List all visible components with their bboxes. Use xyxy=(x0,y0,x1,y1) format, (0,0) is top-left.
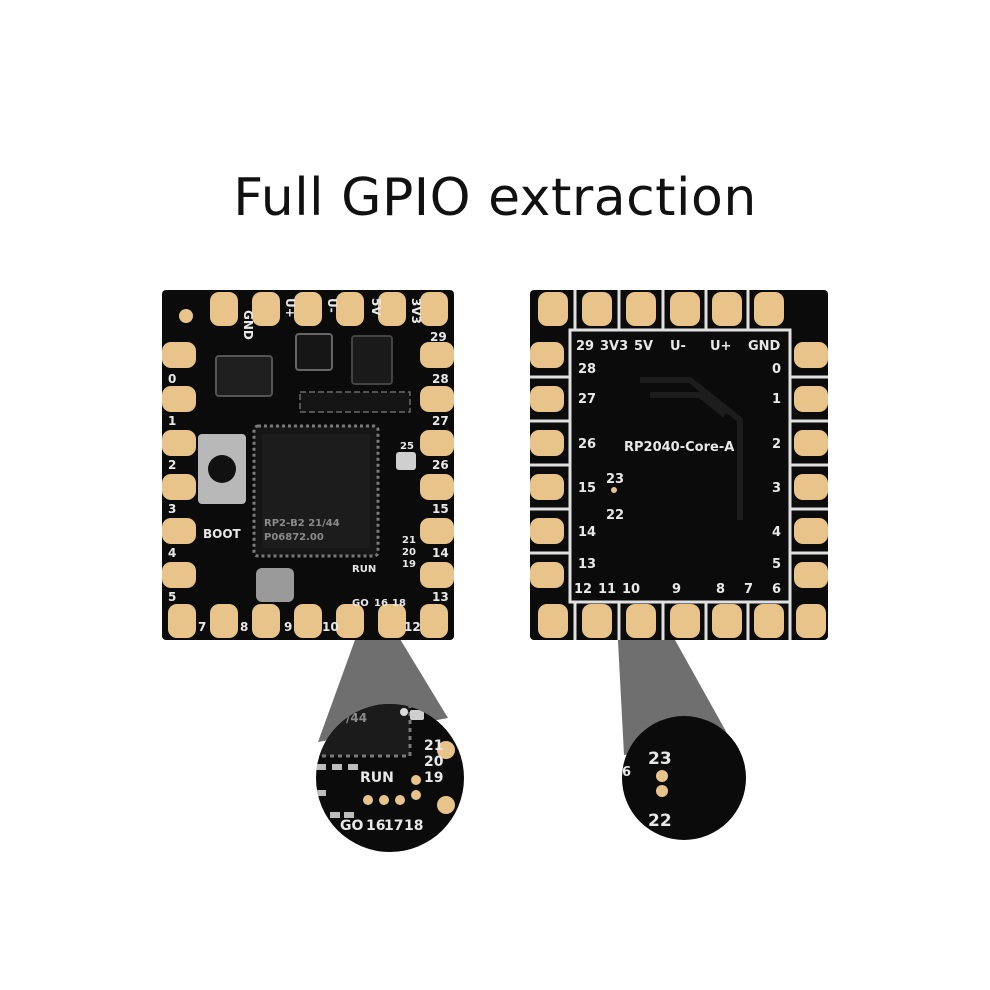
back-right-label: 0 xyxy=(772,362,781,377)
zoom-circle-left: 21 20 19 RUN 17 16 18 GO /44 xyxy=(316,704,464,852)
back-left-label: 11 xyxy=(598,582,616,597)
boot-label: BOOT xyxy=(203,527,242,541)
back-right-label: 2 xyxy=(772,437,781,452)
front-extra-label: RUN xyxy=(352,564,376,575)
back-left-label: 12 xyxy=(574,582,592,597)
zoom-circle-right: 23 22 6 xyxy=(622,716,746,840)
front-left-label: 4 xyxy=(168,546,176,560)
back-top-label: 3V3 xyxy=(600,339,628,354)
back-left-label: 15 xyxy=(578,481,596,496)
back-bottom-label: 9 xyxy=(672,582,681,597)
front-right-label: 14 xyxy=(432,546,449,560)
front-extra-label: 19 xyxy=(402,559,416,570)
front-top-label: U- xyxy=(325,298,339,313)
back-mid-label: 22 xyxy=(606,508,624,523)
back-top-label: U- xyxy=(670,339,686,354)
front-left-label: 3 xyxy=(168,502,176,516)
front-right-label: 26 xyxy=(432,458,449,472)
board-name: RP2040-Core-A xyxy=(624,440,734,455)
back-right-label: 4 xyxy=(772,525,781,540)
front-bottom-label: 9 xyxy=(284,620,292,634)
front-right-label: 28 xyxy=(432,372,449,386)
back-right-label: 1 xyxy=(772,392,781,407)
front-right-label: 13 xyxy=(432,590,449,604)
zoom-left-label: 17 xyxy=(384,818,403,834)
front-bottom-label: 12 xyxy=(404,620,421,634)
front-extra-label: 20 xyxy=(402,547,416,558)
back-mid-label: 23 xyxy=(606,472,624,487)
zoom-left-label: GO xyxy=(340,818,363,834)
front-bottom-label: 10 xyxy=(322,620,339,634)
back-bottom-label: 10 xyxy=(622,582,640,597)
front-bottom-label: 7 xyxy=(198,620,206,634)
zoom-cone-left xyxy=(318,593,448,742)
back-left-label: 27 xyxy=(578,392,596,407)
front-top-label: GND xyxy=(241,310,255,340)
back-left-label: 14 xyxy=(578,525,596,540)
back-top-label: 5V xyxy=(634,339,653,354)
front-left-label: 2 xyxy=(168,458,176,472)
front-extra-label: 16 xyxy=(374,598,388,609)
front-top-label: U+ xyxy=(283,298,297,318)
front-top-label: 29 xyxy=(430,330,447,344)
zoom-left-label: 21 xyxy=(424,738,443,754)
front-top-label: 3V3 xyxy=(409,298,423,324)
back-bottom-label: 6 xyxy=(772,582,781,597)
chip-marking: RP2-B2 21/44 xyxy=(264,518,340,529)
front-extra-label: GO xyxy=(352,598,369,609)
front-board xyxy=(162,290,454,640)
back-right-label: 5 xyxy=(772,557,781,572)
front-left-label: 5 xyxy=(168,590,176,604)
back-bottom-label: 8 xyxy=(716,582,725,597)
back-left-label: 26 xyxy=(578,437,596,452)
back-left-label: 28 xyxy=(578,362,596,377)
zoom-right-label: 6 xyxy=(622,765,631,780)
front-left-label: 0 xyxy=(168,372,176,386)
back-right-label: 3 xyxy=(772,481,781,496)
zoom-left-label: RUN xyxy=(360,770,394,786)
front-extra-label: 21 xyxy=(402,535,416,546)
zoom-left-label: 18 xyxy=(404,818,423,834)
back-board xyxy=(530,290,828,640)
page-title: Full GPIO extraction xyxy=(233,168,757,228)
zoom-right-label: 23 xyxy=(648,749,672,769)
back-left-label: 13 xyxy=(578,557,596,572)
zoom-left-label: 16 xyxy=(366,818,385,834)
back-top-label: U+ xyxy=(710,339,731,354)
front-extra-label: 25 xyxy=(400,441,414,452)
zoom-left-label: 20 xyxy=(424,754,444,770)
front-bottom-label: 8 xyxy=(240,620,248,634)
front-right-label: 27 xyxy=(432,414,449,428)
front-extra-label: 18 xyxy=(392,598,406,609)
front-left-label: 1 xyxy=(168,414,176,428)
back-bottom-label: 7 xyxy=(744,582,753,597)
back-top-label: GND xyxy=(748,339,781,354)
front-top-label: 5V xyxy=(369,298,383,316)
back-top-label: 29 xyxy=(576,339,594,354)
chip-marking: P06872.00 xyxy=(264,532,324,543)
front-right-label: 15 xyxy=(432,502,449,516)
zoom-left-label: 19 xyxy=(424,770,443,786)
zoom-right-label: 22 xyxy=(648,811,672,831)
